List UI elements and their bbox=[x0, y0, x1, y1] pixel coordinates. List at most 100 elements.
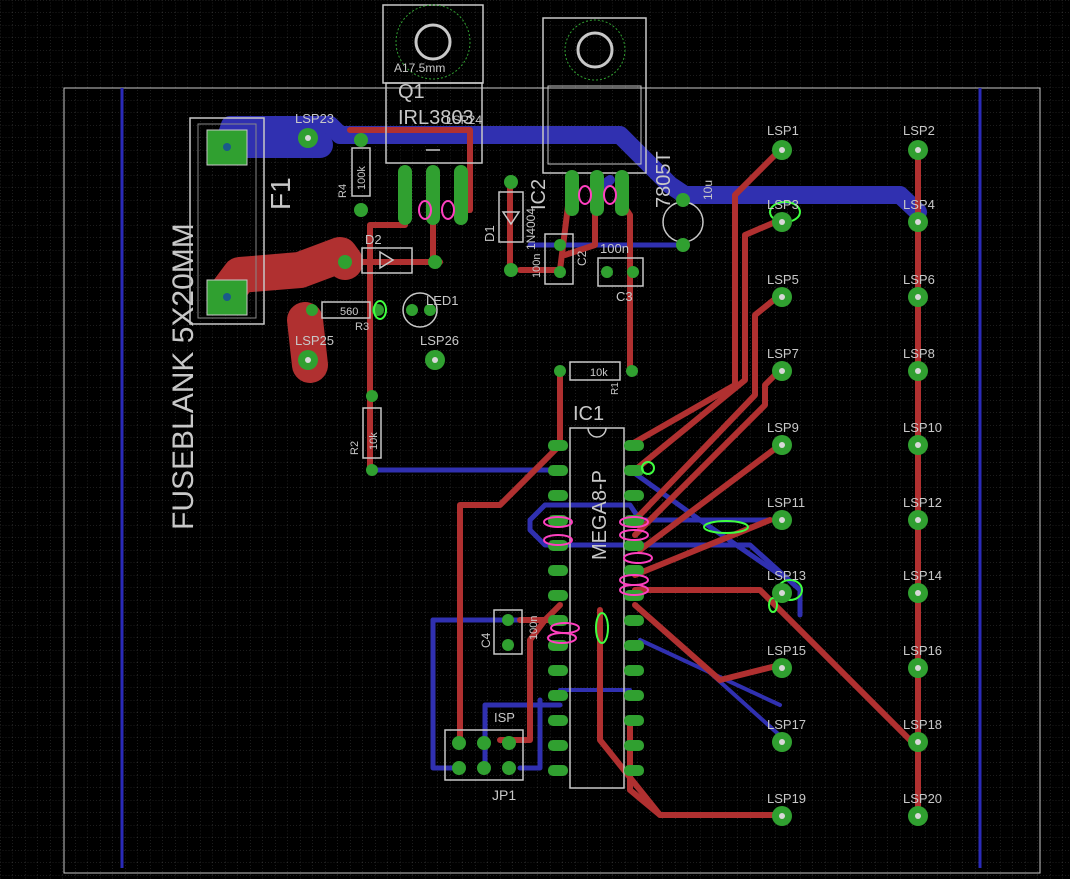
pad-lsp18[interactable]: LSP18 bbox=[903, 717, 942, 752]
c3-pad-2 bbox=[627, 266, 639, 278]
pad-lsp2[interactable]: LSP2 bbox=[903, 123, 935, 160]
microcontroller-ic1[interactable]: IC1 MEGA8-P bbox=[548, 403, 644, 789]
d1-body bbox=[498, 191, 524, 243]
r2-pad-1 bbox=[366, 390, 378, 402]
r4-body bbox=[351, 147, 371, 197]
pad-lsp4[interactable]: LSP4 bbox=[903, 197, 935, 232]
capacitor-c2[interactable]: C2 100n bbox=[531, 233, 589, 285]
led-led1[interactable]: LED1 bbox=[402, 292, 459, 328]
ic2-body bbox=[547, 85, 642, 165]
ic1-body bbox=[569, 427, 625, 789]
lsp15-label: LSP15 bbox=[767, 643, 806, 658]
c4-name: C4 bbox=[479, 632, 493, 648]
r2-name: R2 bbox=[349, 441, 361, 455]
c4-pad-1 bbox=[502, 614, 514, 626]
pad-lsp26[interactable]: LSP26 bbox=[420, 333, 459, 370]
lsp24-label: LSP24 bbox=[446, 113, 482, 127]
c2-pad-1 bbox=[554, 239, 566, 251]
d1-pad-1 bbox=[504, 175, 518, 189]
d2-symbol bbox=[379, 250, 395, 270]
lsp11-label: LSP11 bbox=[767, 495, 805, 510]
ic1-right-pins bbox=[624, 440, 644, 776]
resistor-r2[interactable]: R2 10k bbox=[349, 390, 382, 476]
board-outline bbox=[63, 87, 1041, 874]
pad-lsp14[interactable]: LSP14 bbox=[903, 568, 942, 603]
lsp12-label: LSP12 bbox=[903, 495, 942, 510]
q1-pin-1 bbox=[398, 165, 412, 225]
jp1-outline bbox=[444, 729, 524, 781]
c4-body bbox=[493, 609, 523, 655]
fuse-f1-body bbox=[189, 117, 265, 325]
c4-value: 100n bbox=[528, 616, 540, 640]
jp1-pins bbox=[452, 736, 516, 775]
d1-symbol bbox=[501, 211, 521, 226]
pad-lsp9[interactable]: LSP9 bbox=[767, 420, 799, 455]
r3-value: 560 bbox=[340, 306, 358, 318]
lsp17-label: LSP17 bbox=[767, 717, 806, 732]
lsp2-label: LSP2 bbox=[903, 123, 935, 138]
pad-lsp3[interactable]: LSP3 bbox=[767, 197, 799, 232]
diode-d2[interactable]: D2 bbox=[338, 232, 442, 274]
lsp16-label: LSP16 bbox=[903, 643, 942, 658]
r3-pad-1 bbox=[306, 304, 318, 316]
c4-pad-2 bbox=[502, 639, 514, 651]
r4-value: 100k bbox=[356, 166, 368, 190]
pad-lsp11[interactable]: LSP11 bbox=[767, 495, 805, 530]
resistor-r3[interactable]: 560 R3 bbox=[306, 301, 384, 333]
transistor-q1[interactable]: A17.5mm Q1 IRL3803 LSP24 bbox=[382, 4, 484, 225]
r2-value: 10k bbox=[368, 432, 380, 450]
pad-lsp1[interactable]: LSP1 bbox=[767, 123, 799, 160]
pad-lsp23[interactable]: LSP23 bbox=[295, 111, 334, 148]
r4-pad-2 bbox=[354, 203, 368, 217]
lsp23-label: LSP23 bbox=[295, 111, 334, 126]
resistor-r1[interactable]: 10k R1 bbox=[554, 361, 638, 395]
q1-name: Q1 bbox=[398, 81, 425, 103]
pad-lsp25[interactable]: LSP25 bbox=[295, 333, 334, 370]
pad-lsp12[interactable]: LSP12 bbox=[903, 495, 942, 530]
r2-pad-2 bbox=[366, 464, 378, 476]
pad-lsp15[interactable]: LSP15 bbox=[767, 643, 806, 678]
capacitor-c4[interactable]: C4 100n bbox=[479, 609, 540, 655]
isp-header-jp1[interactable]: ISP JP1 bbox=[444, 710, 524, 803]
ic2-mount-hole bbox=[576, 31, 614, 69]
lsp10-label: LSP10 bbox=[903, 420, 942, 435]
pad-lsp13[interactable]: LSP13 bbox=[767, 568, 806, 603]
r4-pad-1 bbox=[354, 133, 368, 147]
lsp20-label: LSP20 bbox=[903, 791, 942, 806]
fuse-f1-inner bbox=[197, 123, 257, 319]
pad-lsp6[interactable]: LSP6 bbox=[903, 272, 935, 307]
fuse-f1-pad-bottom bbox=[206, 279, 248, 316]
pad-lsp8[interactable]: LSP8 bbox=[903, 346, 935, 381]
pad-lsp5[interactable]: LSP5 bbox=[767, 272, 799, 307]
ic2-value: 7805T bbox=[653, 151, 675, 208]
lsp8-label: LSP8 bbox=[903, 346, 935, 361]
pad-lsp19[interactable]: LSP19 bbox=[767, 791, 806, 826]
regulator-ic2[interactable]: IC2 7805T bbox=[528, 17, 675, 216]
ic2-name: IC2 bbox=[528, 179, 550, 210]
jp1-name: JP1 bbox=[492, 787, 516, 803]
q1-body bbox=[385, 82, 483, 164]
fuse-f1[interactable]: FUSEBLANK 5X20MM F1 bbox=[167, 117, 296, 530]
pad-lsp20[interactable]: LSP20 bbox=[903, 791, 942, 826]
pad-lsp17[interactable]: LSP17 bbox=[767, 717, 806, 752]
lsp14-label: LSP14 bbox=[903, 568, 942, 583]
lsp6-label: LSP6 bbox=[903, 272, 935, 287]
q1-heatsink-label: A17.5mm bbox=[394, 61, 445, 75]
pad-lsp10[interactable]: LSP10 bbox=[903, 420, 942, 455]
isp-label: ISP bbox=[494, 710, 515, 725]
resistor-r4[interactable]: R4 100k bbox=[337, 133, 371, 217]
diode-d1[interactable]: D1 1N4004 bbox=[482, 175, 538, 277]
fuse-package-label: FUSEBLANK 5X20MM bbox=[167, 223, 200, 530]
pad-lsp16[interactable]: LSP16 bbox=[903, 643, 942, 678]
lsp13-label: LSP13 bbox=[767, 568, 806, 583]
d1-name: D1 bbox=[482, 225, 497, 242]
capacitor-c3[interactable]: 100n C3 bbox=[597, 241, 644, 304]
ic2-heatsink-circle bbox=[564, 19, 626, 81]
led1-pad-2 bbox=[424, 304, 436, 316]
led1-pad-1 bbox=[406, 304, 418, 316]
capacitor-c1[interactable]: 10u bbox=[662, 180, 715, 252]
ic2-pin-1 bbox=[565, 170, 579, 216]
pad-lsp7[interactable]: LSP7 bbox=[767, 346, 799, 381]
